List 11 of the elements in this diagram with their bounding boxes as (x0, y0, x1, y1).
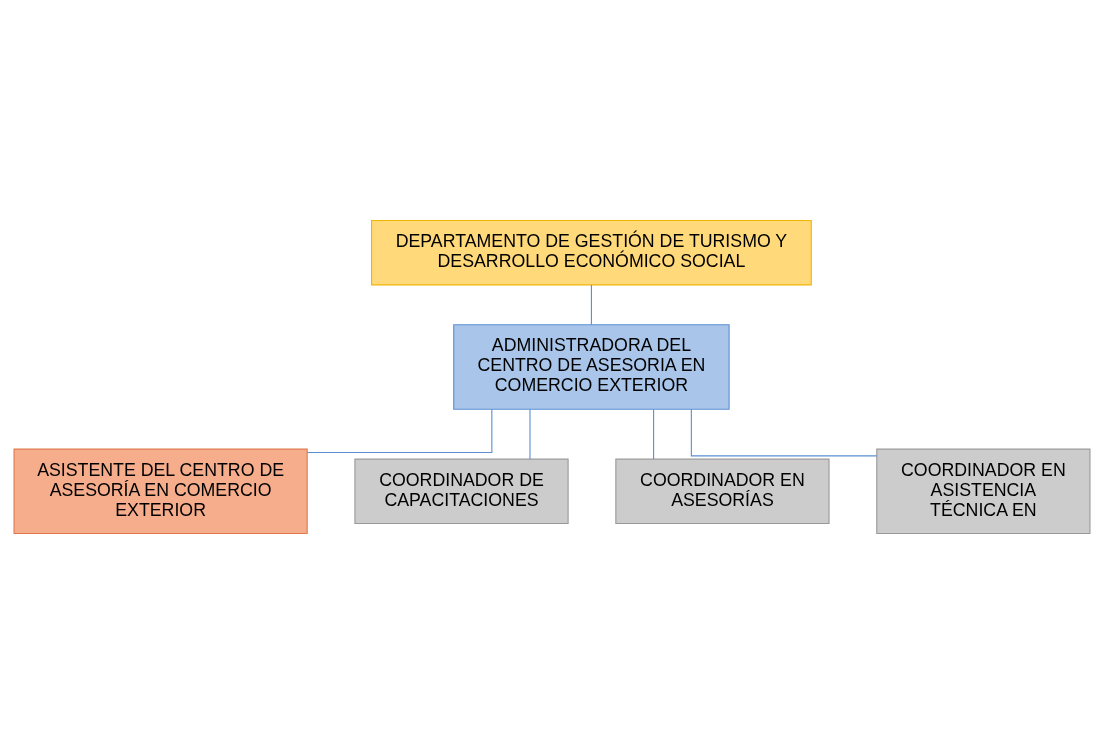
connector (690, 408, 878, 457)
node-box: ADMINISTRADORA DEL CENTRO DE ASESORIA EN COMERCIO EXTERIOR (453, 324, 730, 410)
node-box: COORDINADOR EN ASISTENCIA TÉCNICA EN (876, 448, 1091, 535)
node-box: COORDINADOR DE CAPACITACIONES (354, 458, 569, 525)
connector (529, 408, 531, 460)
connector (306, 408, 493, 454)
node-box: DEPARTAMENTO DE GESTIÓN DE TURISMO Y DESARROLLO ECONÓMICO SOCIAL (371, 219, 812, 286)
node-box: COORDINADOR EN ASESORÍAS (615, 458, 830, 525)
connector (590, 284, 592, 326)
connector (653, 408, 655, 460)
node-box: ASISTENTE DEL CENTRO DE ASESORÍA EN COMERCIO EXTERIOR (13, 448, 308, 535)
